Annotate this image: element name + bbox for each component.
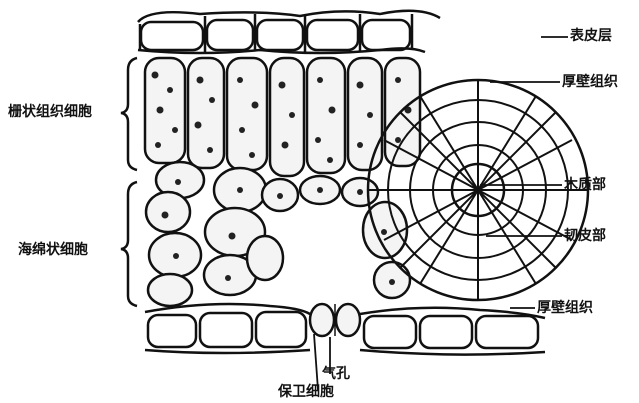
label-epidermis: 表皮层 xyxy=(570,28,612,44)
label-stoma: 气孔 xyxy=(322,366,350,382)
label-sclerenchyma-bottom: 厚壁组织 xyxy=(537,300,593,316)
stoma xyxy=(310,304,360,336)
label-sclerenchyma-top: 厚壁组织 xyxy=(562,74,618,90)
label-spongy: 海绵状细胞 xyxy=(18,242,88,258)
label-phloem: 韧皮部 xyxy=(564,228,606,244)
label-palisade: 栅状组织细胞 xyxy=(8,104,92,120)
upper-epidermis xyxy=(138,11,440,53)
label-guard-cells: 保卫细胞 xyxy=(278,384,334,400)
vascular-bundle xyxy=(368,80,588,300)
label-xylem: 木质部 xyxy=(564,177,606,193)
palisade-cells xyxy=(145,58,420,176)
label-brackets xyxy=(121,58,137,306)
spongy-cells xyxy=(146,162,410,306)
